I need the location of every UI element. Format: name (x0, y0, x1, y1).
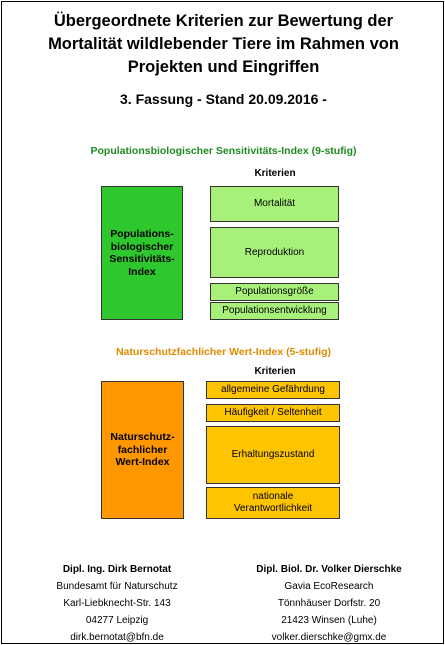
page-title: Übergeordnete Kriterien zur Bewertung de… (2, 10, 445, 79)
nwi-criterion-verantwortlichkeit: nationale Verantwortlichkeit (206, 487, 340, 519)
nwi-heading: Naturschutzfachlicher Wert-Index (5-stuf… (115, 346, 332, 358)
psi-criterion-populationsgroesse: Populationsgröße (210, 283, 339, 301)
nwi-index-line-3: Wert-Index (115, 456, 170, 469)
psi-index-line-2: biologischer (110, 240, 174, 253)
author-block-left: Dipl. Ing. Dirk Bernotat Bundesamt für N… (22, 561, 212, 645)
psi-index-box: Populations- biologischer Sensitivitäts-… (101, 186, 183, 320)
author-block-right: Dipl. Biol. Dr. Volker Dierschke Gavia E… (234, 561, 424, 645)
nwi-index-box: Naturschutz- fachlicher Wert-Index (101, 381, 184, 519)
psi-heading: Populationsbiologischer Sensitivitäts-In… (90, 145, 357, 157)
author-street: Tönnhäuser Dorfstr. 20 (277, 598, 381, 609)
psi-index-line-4: Index (128, 265, 156, 278)
psi-criteria-label: Kriterien (254, 168, 296, 179)
author-name: Dipl. Ing. Dirk Bernotat (62, 564, 172, 575)
author-org: Bundesamt für Naturschutz (56, 581, 178, 592)
nwi-criterion-erhaltungszustand: Erhaltungszustand (206, 426, 340, 484)
title-line-2: Mortalität wildlebender Tiere im Rahmen … (48, 35, 399, 53)
psi-index-line-1: Populations- (110, 228, 174, 240)
author-org: Gavia EcoResearch (284, 581, 374, 592)
author-city: 04277 Leipzig (85, 615, 149, 626)
page-subtitle: 3. Fassung - Stand 20.09.2016 - (120, 91, 327, 107)
psi-criterion-mortalitaet: Mortalität (210, 186, 339, 222)
nwi-criteria-label: Kriterien (254, 366, 296, 377)
nwi-index-line-2: fachlicher (117, 443, 168, 456)
author-email: dirk.bernotat@bfn.de (70, 632, 164, 643)
nwi-criterion-haeufigkeit: Häufigkeit / Seltenheit (206, 404, 340, 422)
author-email: volker.dierschke@gmx.de (271, 632, 387, 643)
nwi-criterion-verantwortlichkeit-line-1: nationale (252, 491, 294, 502)
psi-criterion-populationsentwicklung: Populationsentwicklung (210, 302, 339, 320)
psi-criterion-reproduktion: Reproduktion (210, 227, 339, 278)
psi-index-line-3: Sensitivitäts- (109, 253, 175, 265)
nwi-criterion-gefaehrdung: allgemeine Gefährdung (206, 381, 340, 399)
author-name: Dipl. Biol. Dr. Volker Dierschke (256, 564, 402, 575)
author-street: Karl-Liebknecht-Str. 143 (63, 598, 171, 609)
nwi-criterion-verantwortlichkeit-line-2: Verantwortlichkeit (233, 503, 313, 514)
title-line-1: Übergeordnete Kriterien zur Bewertung de… (53, 12, 394, 30)
nwi-index-line-1: Naturschutz- (110, 431, 175, 444)
title-line-3: Projekten und Eingriffen (127, 58, 320, 76)
author-city: 21423 Winsen (Luhe) (281, 615, 377, 626)
